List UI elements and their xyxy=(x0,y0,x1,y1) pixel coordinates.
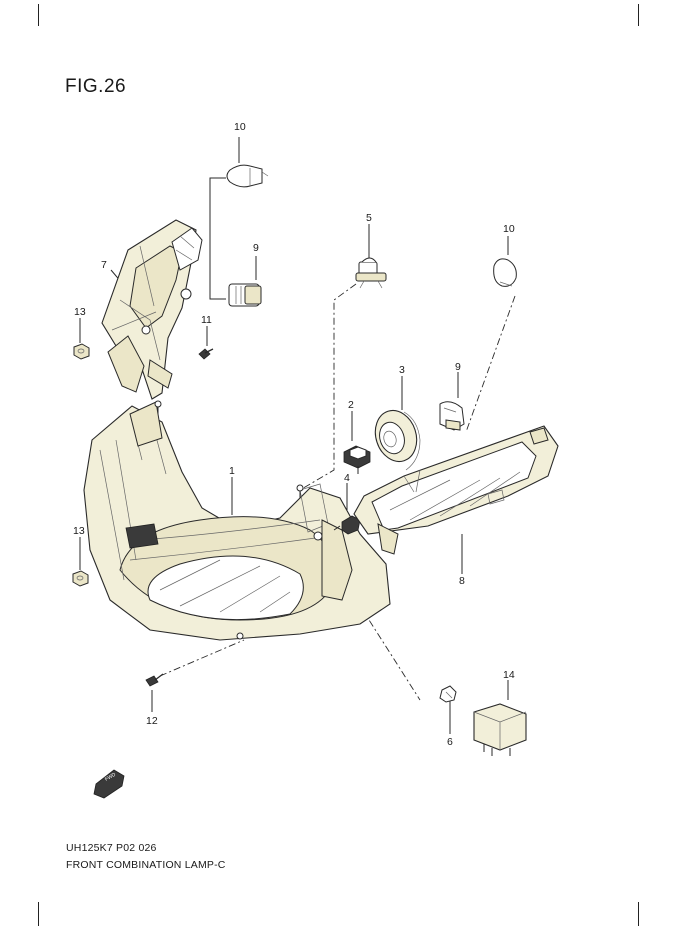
socket-2 xyxy=(343,445,371,474)
drawing-code: UH125K7 P02 026 xyxy=(66,842,157,854)
callout-9-left: 9 xyxy=(253,242,259,254)
reflector-3 xyxy=(374,409,421,471)
callout-3: 3 xyxy=(399,364,405,376)
callout-14: 14 xyxy=(503,669,515,681)
callout-2: 2 xyxy=(348,399,354,411)
callout-6: 6 xyxy=(447,736,453,748)
crop-mark-bottom-right xyxy=(638,902,639,926)
callout-1: 1 xyxy=(229,465,235,477)
drawing-caption: FRONT COMBINATION LAMP-C xyxy=(66,859,226,871)
headlight-housing-1 xyxy=(83,400,391,641)
callout-13-lower: 13 xyxy=(73,525,85,537)
screw-12 xyxy=(145,673,164,687)
bulb-5 xyxy=(355,257,387,289)
turn-signal-lens-8 xyxy=(353,425,559,555)
nut-13-upper xyxy=(73,343,90,360)
fwd-label: FWD xyxy=(104,772,117,783)
callout-4: 4 xyxy=(344,472,350,484)
bulb-10-right xyxy=(493,258,517,287)
screw-11 xyxy=(198,348,214,360)
callout-11: 11 xyxy=(201,314,212,326)
bracket-7 xyxy=(101,219,203,400)
callout-12: 12 xyxy=(146,715,158,727)
crop-mark-top-left xyxy=(38,4,39,26)
nut-13-lower xyxy=(72,570,89,587)
relay-14 xyxy=(473,703,527,756)
callout-7: 7 xyxy=(101,259,107,271)
callout-13-upper: 13 xyxy=(74,306,86,318)
bulb-6 xyxy=(439,685,457,703)
callout-8: 8 xyxy=(459,575,465,587)
callout-labels: 10 9 7 13 11 5 10 3 9 2 1 4 13 8 12 14 6 xyxy=(73,121,515,748)
crop-mark-bottom-left xyxy=(38,902,39,926)
callout-10-upper: 10 xyxy=(234,121,246,133)
bulb-10-upper xyxy=(226,164,269,188)
figure-title: FIG.26 xyxy=(65,76,127,97)
bulb-4 xyxy=(333,515,361,535)
socket-9-left xyxy=(228,283,262,307)
callout-5: 5 xyxy=(366,212,372,224)
fwd-direction-badge: FWD xyxy=(93,769,125,799)
callout-9-right: 9 xyxy=(455,361,461,373)
socket-9-right xyxy=(439,401,465,431)
crop-mark-top-right xyxy=(638,4,639,26)
callout-10-right: 10 xyxy=(503,223,515,235)
